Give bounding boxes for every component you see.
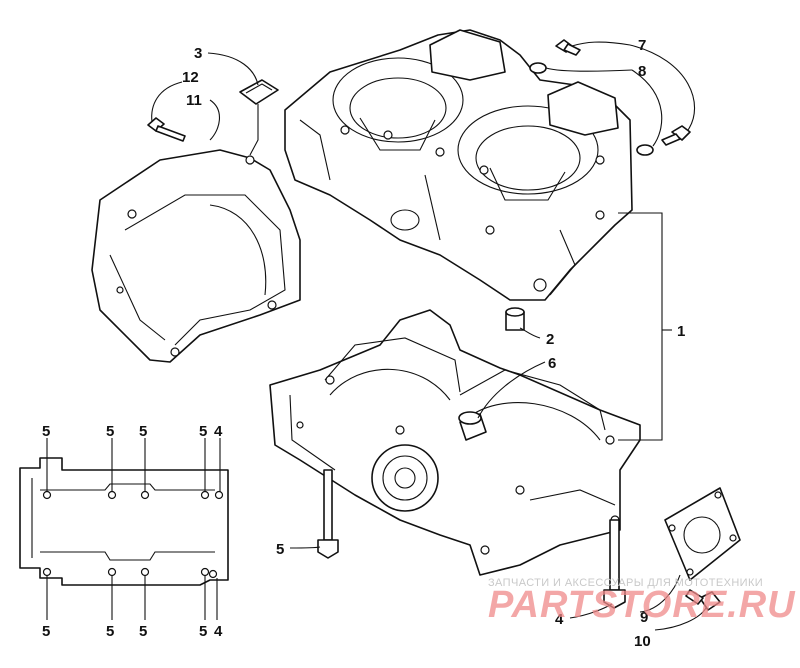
callout-9: 9	[640, 609, 648, 626]
recoil-housing	[91, 149, 301, 363]
callout-4-bolt: 4	[555, 611, 564, 628]
callout-labels: 1 2 3 12 11 7 8 6 5 4 9 10 5 5 5 5 4 5 5…	[42, 37, 685, 650]
cap-part-3	[239, 79, 279, 105]
callout-10: 10	[634, 633, 651, 650]
inset-callout-5-d: 5	[199, 423, 207, 440]
watermark-logo: PARTSTORE.RU	[488, 584, 796, 626]
inset-callout-5-a: 5	[42, 423, 50, 440]
long-bolt-5	[317, 469, 339, 559]
bolt-pattern-inset	[19, 457, 229, 586]
inset-callout-5-e: 5	[42, 623, 50, 640]
inset-callout-4-b: 4	[214, 623, 223, 640]
washer-8-lower	[636, 144, 654, 156]
bearing-sleeve	[505, 307, 525, 331]
callout-1: 1	[677, 323, 685, 340]
inset-callout-5-f: 5	[106, 623, 114, 640]
callout-11: 11	[186, 92, 202, 109]
bolt-10	[685, 589, 721, 611]
callout-7: 7	[638, 37, 646, 54]
leader-lines	[46, 41, 707, 631]
bolt-7-upper	[555, 39, 581, 56]
inset-callout-5-h: 5	[199, 623, 207, 640]
washer-8-upper	[529, 62, 547, 74]
watermark-caption: ЗАПЧАСТИ И АКСЕССУАРЫ ДЛЯ МОТОТЕХНИКИ	[488, 577, 764, 589]
callout-2: 2	[546, 331, 554, 348]
bolt-7-lower	[661, 125, 691, 146]
inset-callout-5-b: 5	[106, 423, 114, 440]
callout-12: 12	[182, 69, 199, 86]
lower-crankcase	[269, 309, 641, 576]
inset-callout-4-a: 4	[214, 423, 223, 440]
callout-8: 8	[638, 63, 646, 80]
port-gasket	[664, 487, 741, 581]
upper-crankcase	[284, 29, 633, 301]
bearing-ring	[458, 411, 487, 441]
inset-callout-5-g: 5	[139, 623, 147, 640]
callout-6: 6	[548, 355, 556, 372]
bolt-11	[147, 117, 186, 142]
callout-5-bolt: 5	[276, 541, 284, 558]
inset-callout-5-c: 5	[139, 423, 147, 440]
long-bolt-4	[603, 519, 626, 609]
callout-3: 3	[194, 45, 202, 62]
